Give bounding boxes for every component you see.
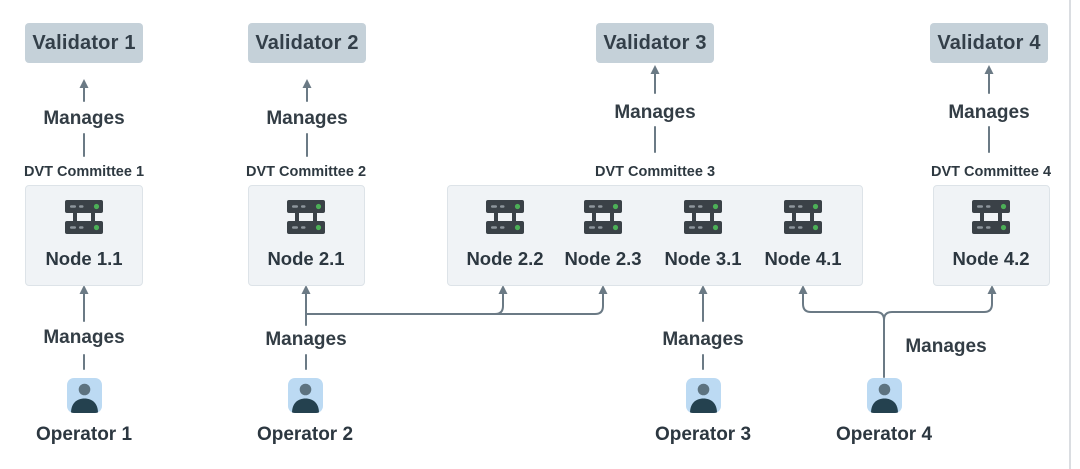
node-2-3: Node 2.3 bbox=[555, 199, 651, 270]
edge-operator2-node22 bbox=[305, 293, 504, 315]
person-icon-operator4 bbox=[866, 378, 902, 413]
person-icon-operator3 bbox=[685, 378, 721, 413]
arrowhead-node31 bbox=[698, 285, 708, 294]
committee-4-box bbox=[933, 185, 1050, 286]
operator-4-label: Operator 4 bbox=[835, 424, 933, 445]
server-rack-icon bbox=[286, 199, 326, 240]
arrowhead-validator2 bbox=[302, 79, 312, 88]
node-label: Node 2.1 bbox=[267, 248, 345, 269]
manages-label-committee3: Manages bbox=[614, 102, 696, 123]
validator-3-box: Validator 3 bbox=[596, 23, 714, 63]
node-2-2: Node 2.2 bbox=[457, 199, 553, 270]
arrowhead-node11 bbox=[79, 285, 89, 294]
edge-operator4-node42 bbox=[883, 293, 993, 321]
card-right-border bbox=[1069, 0, 1071, 469]
edge-operator4-node41 bbox=[802, 293, 885, 321]
server-rack-icon bbox=[683, 199, 723, 240]
arrowhead-validator1 bbox=[79, 79, 89, 88]
arrowhead-validator3 bbox=[650, 65, 660, 74]
operator-3-label: Operator 3 bbox=[654, 424, 752, 445]
node-label: Node 2.2 bbox=[466, 248, 544, 269]
manages-label-operator4: Manages bbox=[905, 336, 987, 357]
manages-label-operator3: Manages bbox=[662, 329, 744, 350]
committee-2-label: DVT Committee 2 bbox=[245, 164, 367, 180]
operator-2-label: Operator 2 bbox=[256, 424, 354, 445]
arrowhead-node22 bbox=[498, 285, 508, 294]
committee-4-label: DVT Committee 4 bbox=[930, 164, 1052, 180]
manages-label-operator2: Manages bbox=[265, 329, 347, 350]
committee-3-label: DVT Committee 3 bbox=[594, 164, 716, 180]
person-icon-operator1 bbox=[66, 378, 102, 413]
node-label: Node 2.3 bbox=[564, 248, 642, 269]
node-label: Node 4.1 bbox=[764, 248, 842, 269]
arrowhead-node23 bbox=[598, 285, 608, 294]
node-4-2: Node 4.2 bbox=[943, 199, 1039, 270]
manages-label-committee2: Manages bbox=[266, 108, 348, 129]
operator-1-label: Operator 1 bbox=[35, 424, 133, 445]
node-1-1: Node 1.1 bbox=[36, 199, 132, 270]
validator-1-box: Validator 1 bbox=[25, 23, 143, 63]
node-label: Node 3.1 bbox=[664, 248, 742, 269]
person-icon-operator2 bbox=[287, 378, 323, 413]
server-rack-icon bbox=[783, 199, 823, 240]
node-label: Node 1.1 bbox=[45, 248, 123, 269]
arrowhead-validator4 bbox=[984, 65, 994, 74]
node-4-1: Node 4.1 bbox=[755, 199, 851, 270]
manages-label-committee1: Manages bbox=[43, 108, 125, 129]
edge-operator2-node23 bbox=[305, 293, 604, 315]
arrowhead-node42 bbox=[987, 285, 997, 294]
server-rack-icon bbox=[64, 199, 104, 240]
server-rack-icon bbox=[485, 199, 525, 240]
manages-label-operator1: Manages bbox=[43, 327, 125, 348]
manages-label-committee4: Manages bbox=[948, 102, 1030, 123]
node-2-1: Node 2.1 bbox=[258, 199, 354, 270]
committee-1-label: DVT Committee 1 bbox=[23, 164, 145, 180]
node-label: Node 4.2 bbox=[952, 248, 1030, 269]
node-3-1: Node 3.1 bbox=[655, 199, 751, 270]
server-rack-icon bbox=[583, 199, 623, 240]
server-rack-icon bbox=[971, 199, 1011, 240]
arrowhead-node21 bbox=[301, 285, 311, 294]
validator-2-box: Validator 2 bbox=[248, 23, 366, 63]
validator-4-box: Validator 4 bbox=[930, 23, 1048, 63]
arrowhead-node41 bbox=[798, 285, 808, 294]
